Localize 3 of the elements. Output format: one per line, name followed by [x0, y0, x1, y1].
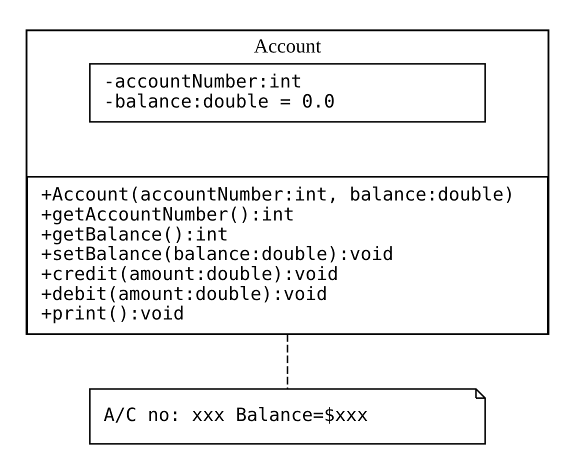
- node-box: -accountNumber:int -balance:double = 0.0: [89, 62, 486, 122]
- connector: [286, 334, 288, 388]
- node-box: +Account(accountNumber:int, balance:double) +getAccountNumber():int +getBalance():int +setBalance(balance:double):void +credit(amount:double):void +debit(amount:double):void +print():void: [26, 176, 548, 334]
